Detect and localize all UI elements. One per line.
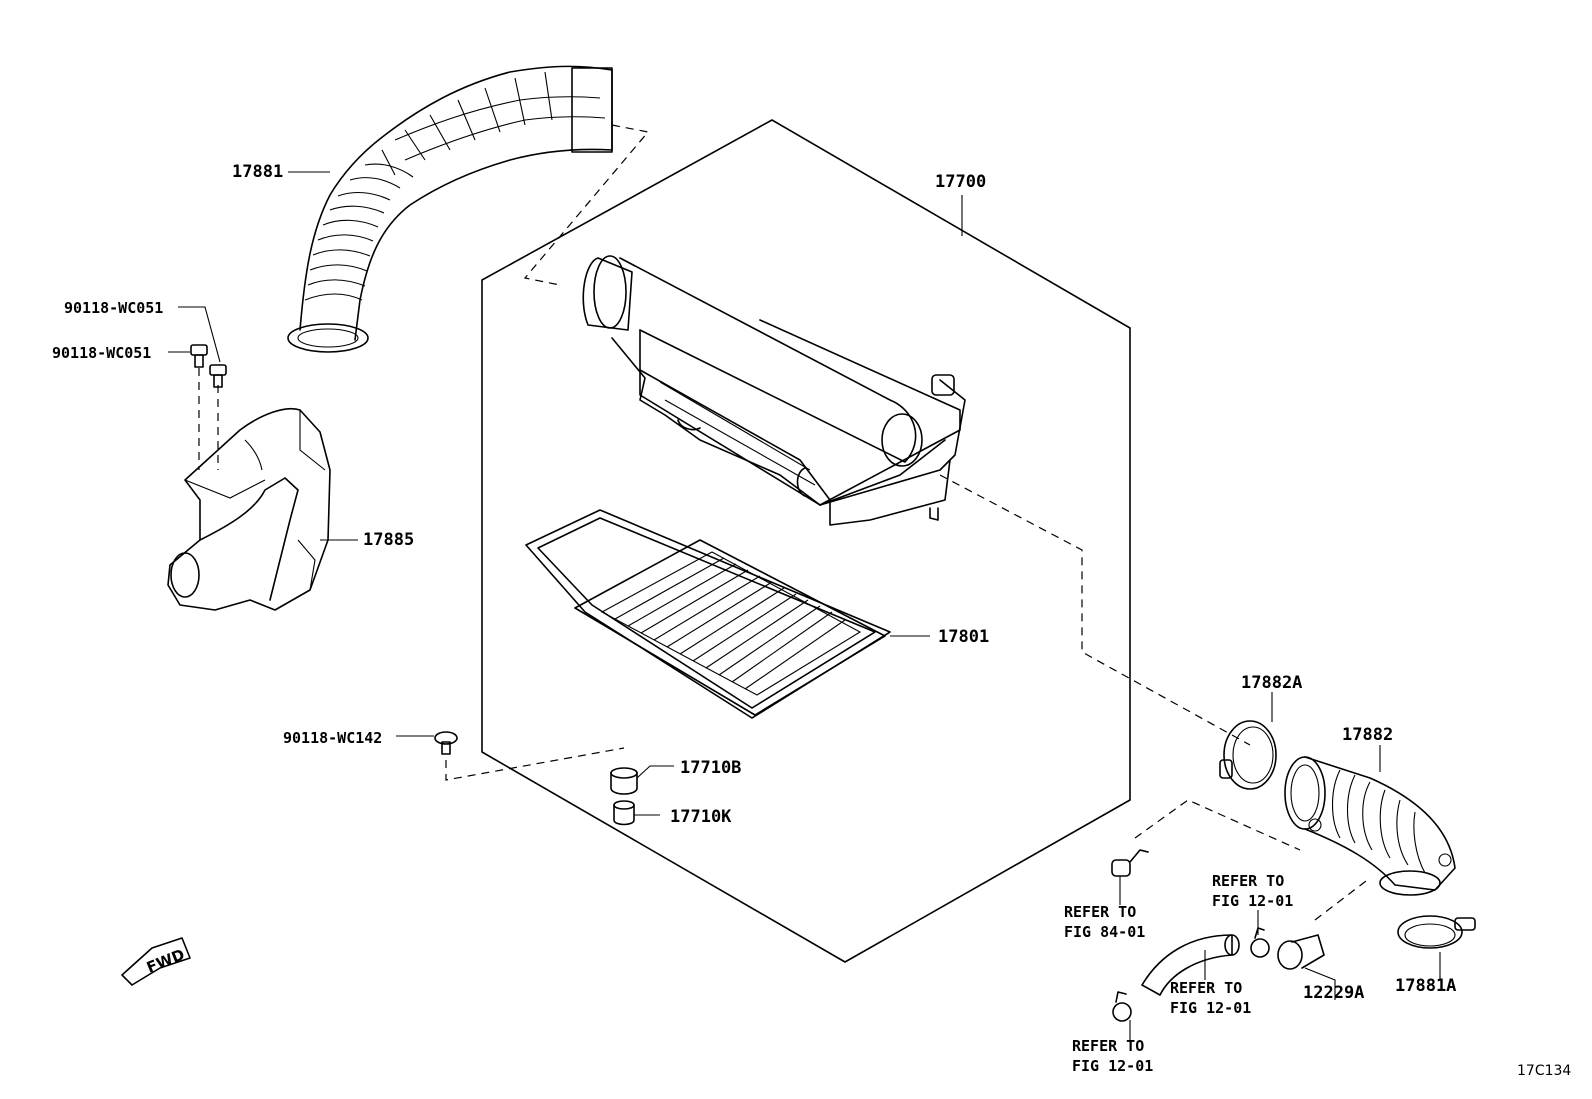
align-line-vsv — [1134, 799, 1301, 851]
leader-17710b — [636, 765, 674, 779]
ref-fig-12-01-b-line1: REFER TO — [1170, 979, 1243, 997]
align-line-hose-to-case — [523, 124, 650, 286]
label-12229a: 12229A — [1303, 983, 1365, 1003]
hose-clamp-lower — [1112, 991, 1132, 1022]
grommet-17710b — [610, 767, 638, 795]
label-90118-wc051-a: 90118-WC051 — [64, 299, 164, 317]
ref-fig-12-01-a: REFER TO FIG 12-01 — [1212, 871, 1293, 911]
ref-fig-84-01-line2: FIG 84-01 — [1064, 923, 1146, 941]
intake-hose-17881 — [287, 65, 613, 353]
label-17881: 17881 — [232, 162, 284, 182]
leader-12229a — [1304, 967, 1336, 1000]
leader-90118-wc051-a — [178, 306, 221, 363]
label-17882a: 17882A — [1241, 673, 1303, 693]
ref-fig-12-01-b-line2: FIG 12-01 — [1170, 999, 1252, 1017]
ref-fig-12-01-a-line1: REFER TO — [1212, 872, 1285, 890]
ref-fig-12-01-c: REFER TO FIG 12-01 — [1072, 1036, 1153, 1076]
align-line-grommet — [445, 747, 625, 781]
bolt-90118-wc051-a — [190, 344, 208, 368]
bolt-90118-wc142 — [434, 731, 458, 755]
ref-fig-12-01-c-line1: REFER TO — [1072, 1037, 1145, 1055]
label-17700: 17700 — [935, 172, 987, 192]
bolt-90118-wc051-b — [209, 364, 227, 388]
vent-hose — [1141, 934, 1240, 996]
ref-fig-12-01-a-line2: FIG 12-01 — [1212, 892, 1294, 910]
air-filter-17801 — [525, 509, 891, 719]
label-17882: 17882 — [1342, 725, 1394, 745]
label-17885: 17885 — [363, 530, 415, 550]
label-17801: 17801 — [938, 627, 990, 647]
ref-fig-12-01-c-line2: FIG 12-01 — [1072, 1057, 1154, 1075]
forward-arrow-icon — [121, 937, 191, 986]
label-17710b: 17710B — [680, 758, 742, 778]
label-17710k: 17710K — [670, 807, 732, 827]
clamp-17882a — [1219, 720, 1277, 790]
figure-id: 17C134 — [1517, 1063, 1572, 1079]
label-90118-wc051-b: 90118-WC051 — [52, 344, 152, 362]
air-duct-17885 — [167, 407, 331, 611]
air-cleaner-case — [582, 255, 966, 526]
ref-fig-84-01: REFER TO FIG 84-01 — [1064, 902, 1145, 942]
label-90118-wc142: 90118-WC142 — [283, 729, 383, 747]
air-hose-17882 — [1284, 756, 1456, 896]
align-line-12229a — [1314, 877, 1371, 921]
hose-clamp-upper — [1250, 927, 1270, 958]
vsv-part — [1111, 849, 1149, 877]
cushion-17710k — [613, 800, 635, 826]
label-17881a: 17881A — [1395, 976, 1457, 996]
clamp-17881a — [1397, 915, 1476, 949]
union-12229a — [1277, 934, 1325, 970]
ref-fig-12-01-b: REFER TO FIG 12-01 — [1170, 978, 1251, 1018]
align-line-case-to-throttle — [939, 474, 1251, 746]
assembly-17700-outline — [481, 119, 1131, 963]
ref-fig-84-01-line1: REFER TO — [1064, 903, 1137, 921]
